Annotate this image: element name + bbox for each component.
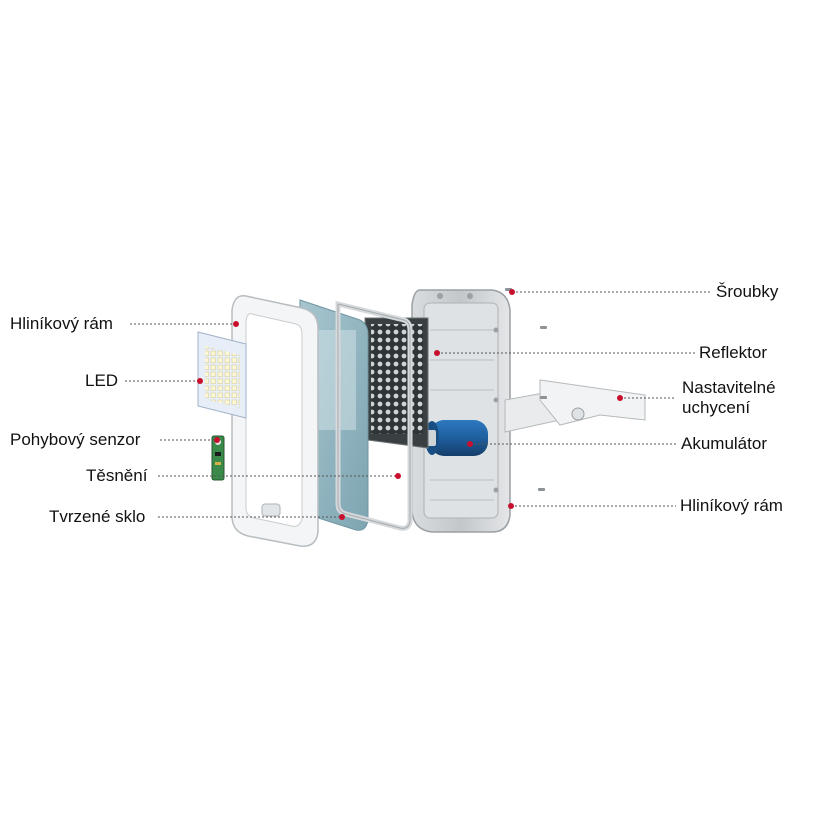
adjustable-mount — [504, 379, 646, 433]
label-battery: Akumulátor — [681, 434, 767, 453]
label-tempered-glass: Tvrzené sklo — [49, 507, 146, 526]
label-mount: Nastavitelné uchycení — [682, 378, 776, 417]
label-frame-back: Hliníkový rám — [680, 496, 783, 515]
label-reflector: Reflektor — [699, 343, 768, 362]
leader-lines — [125, 291, 712, 518]
front-frame — [231, 295, 319, 547]
screws — [505, 288, 547, 491]
battery — [425, 420, 488, 456]
label-motion-sensor: Pohybový senzor — [10, 430, 141, 449]
seal — [335, 300, 413, 531]
reflector — [364, 317, 429, 449]
label-seal: Těsnění — [86, 466, 148, 485]
label-led: LED — [85, 371, 119, 390]
led-board — [197, 331, 247, 419]
markers — [197, 289, 623, 520]
label-frame-front: Hliníkový rám — [10, 314, 113, 333]
label-screws: Šroubky — [716, 282, 779, 301]
